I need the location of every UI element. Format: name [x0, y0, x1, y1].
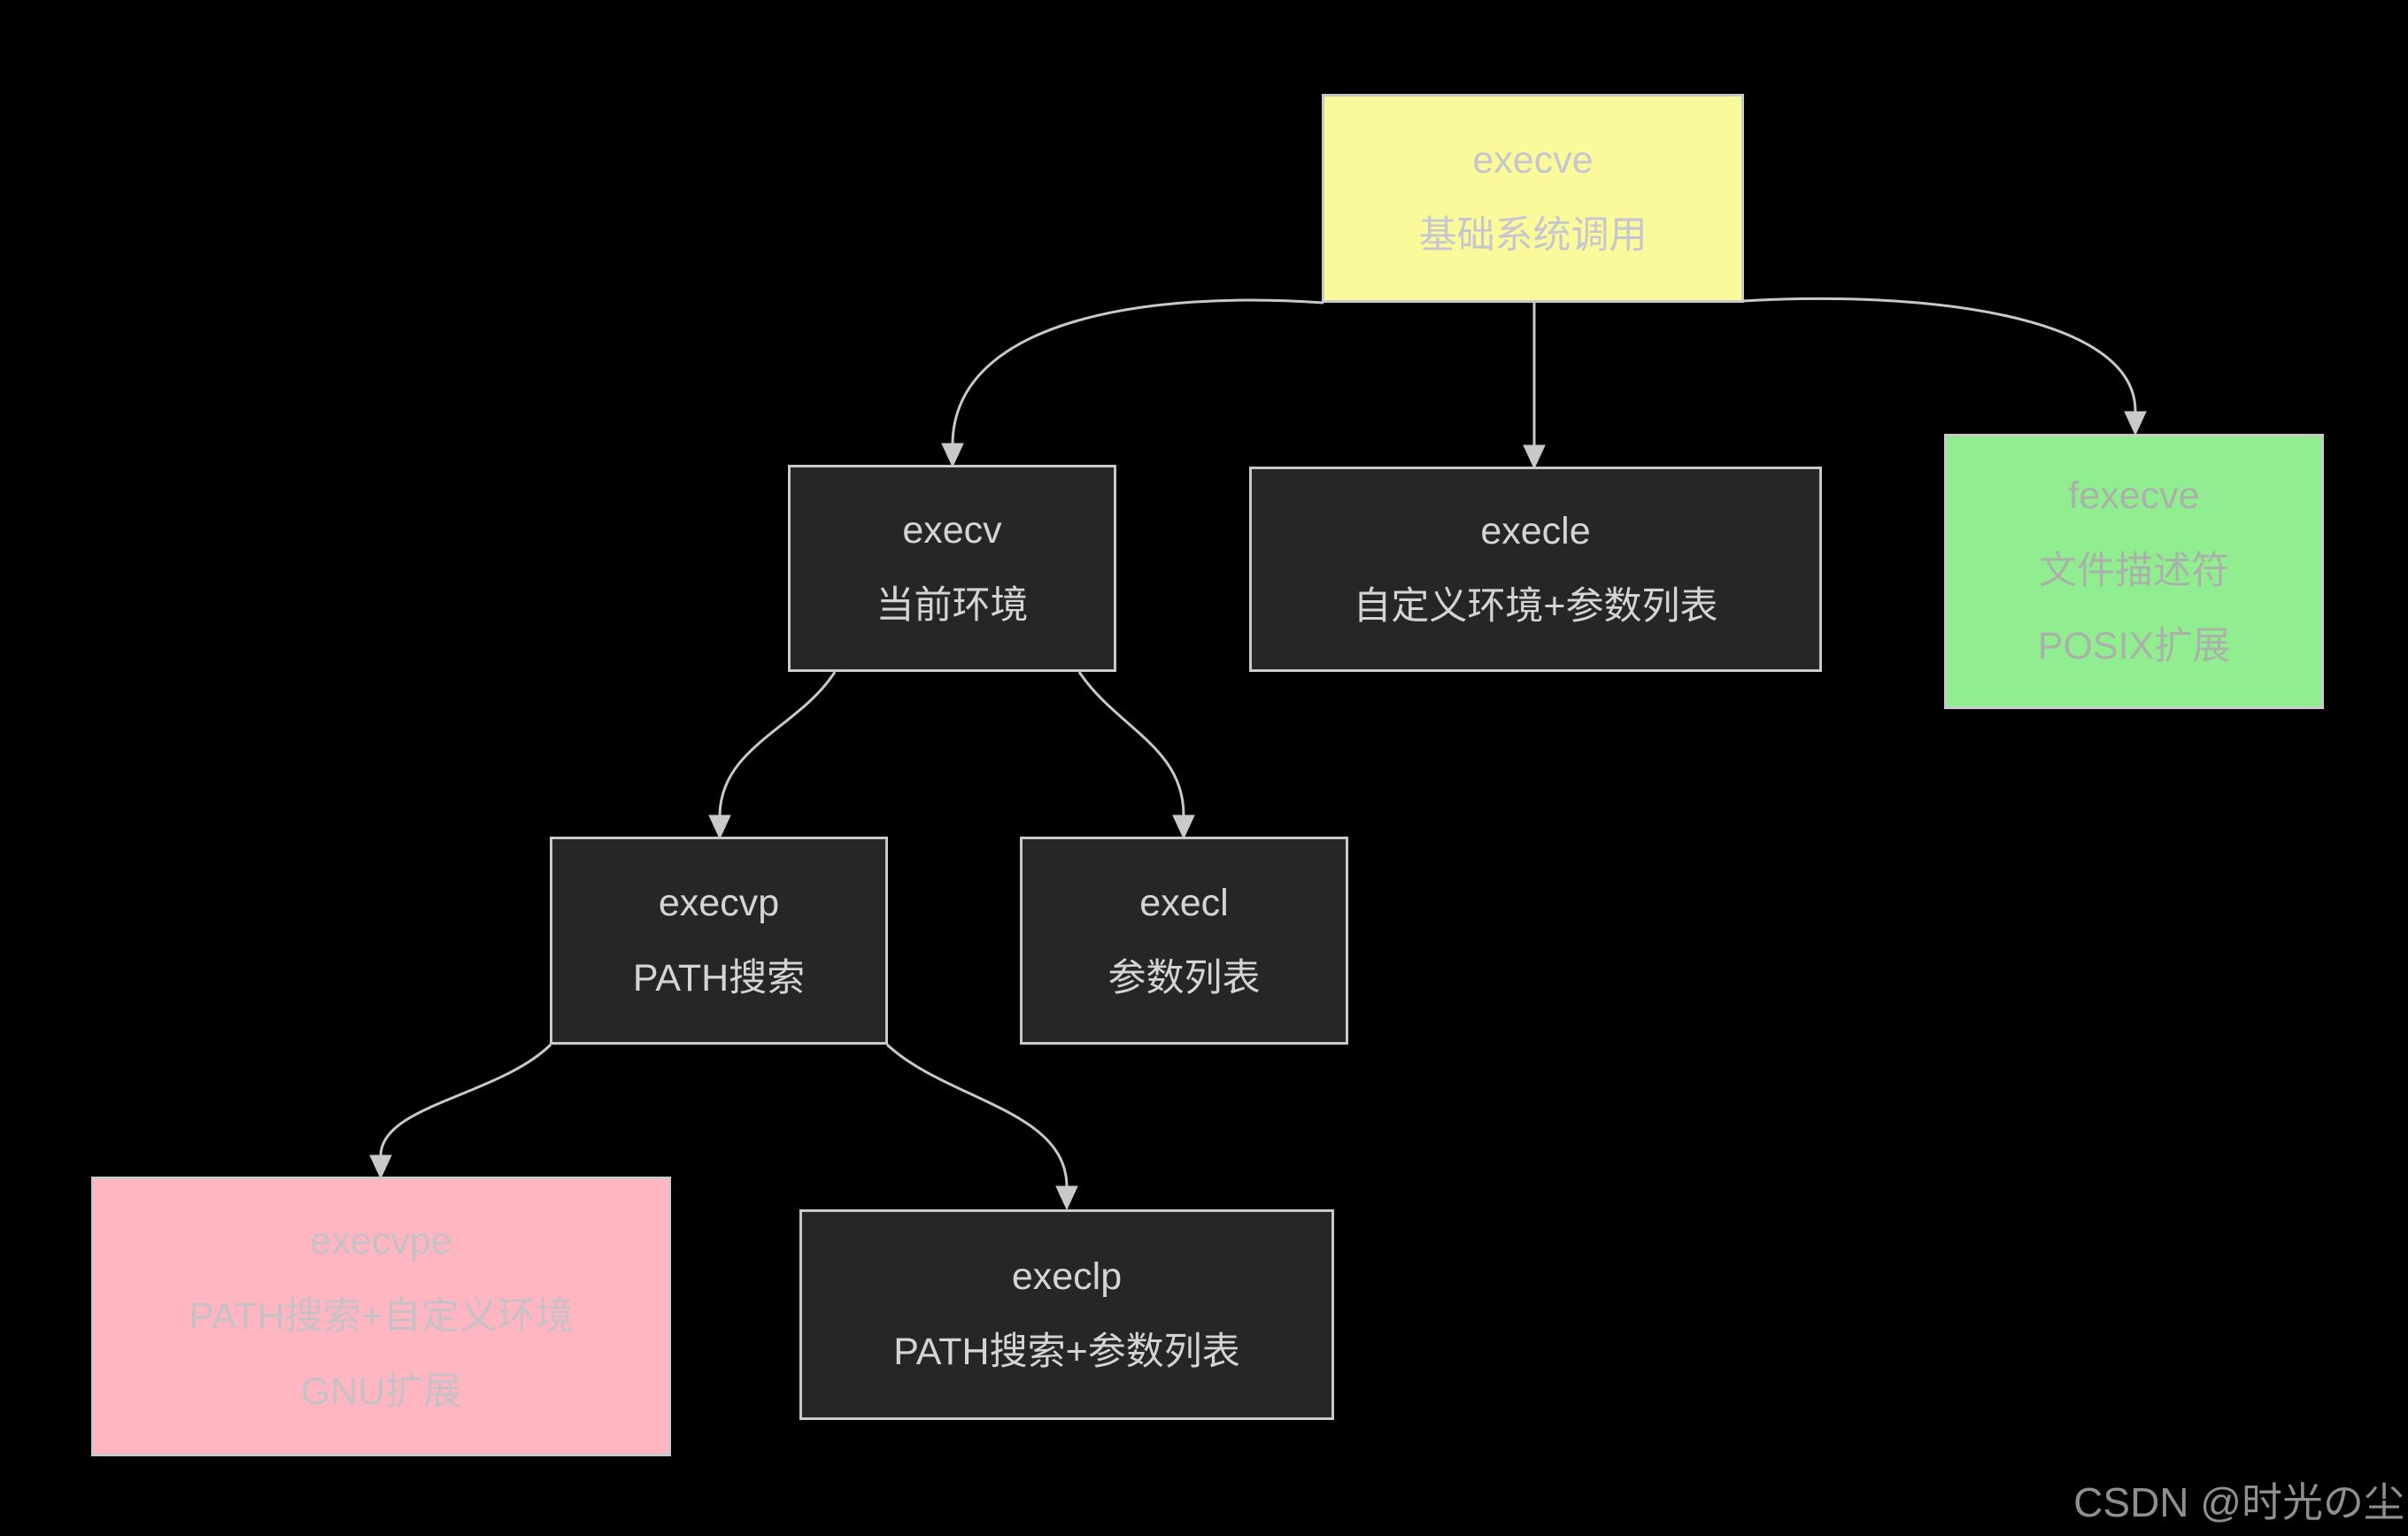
- node-execve: execve 基础系统调用: [1322, 94, 1744, 303]
- edge-execv-to-execl: [1077, 671, 1185, 816]
- node-execvpe-subline: PATH搜索+自定义环境: [189, 1294, 574, 1338]
- node-execvp-label: execvp: [658, 881, 780, 924]
- node-fexecve-subline: 文件描述符: [2039, 550, 2229, 592]
- node-execlp-label: execlp: [1011, 1255, 1123, 1298]
- node-execlp-subline: PATH搜索+参数列表: [893, 1331, 1240, 1373]
- arrowhead-execvp: [708, 814, 731, 840]
- node-fexecve-subline2: POSIX扩展: [2037, 625, 2231, 668]
- node-execvp-subline: PATH搜索: [632, 956, 806, 1000]
- arrowhead-execle: [1523, 444, 1546, 470]
- edge-execve-to-execv: [951, 298, 1324, 444]
- arrowhead-execl: [1172, 814, 1195, 840]
- node-execve-label: execve: [1472, 139, 1594, 181]
- node-execve-subline: 基础系统调用: [1418, 214, 1648, 257]
- node-execl: execl 参数列表: [1020, 837, 1348, 1045]
- arrowhead-execvpe: [369, 1154, 392, 1180]
- node-execvpe-label: execvpe: [310, 1219, 452, 1262]
- node-fexecve: fexecve 文件描述符 POSIX扩展: [1944, 434, 2324, 709]
- node-fexecve-label: fexecve: [2068, 475, 2200, 517]
- node-execvpe: execvpe PATH搜索+自定义环境 GNU扩展: [91, 1177, 671, 1456]
- node-execv: execv 当前环境: [788, 465, 1116, 672]
- node-execvpe-subline2: GNU扩展: [300, 1370, 462, 1413]
- edge-execvp-to-execlp: [885, 1043, 1069, 1187]
- csdn-watermark: CSDN @时光の尘: [2073, 1479, 2404, 1526]
- arrowhead-fexecve: [2124, 411, 2147, 436]
- node-execv-label: execv: [902, 509, 1002, 552]
- node-execle-subline: 自定义环境+参数列表: [1353, 585, 1718, 628]
- arrowhead-execlp: [1055, 1185, 1078, 1211]
- edge-execvp-to-execvpe: [379, 1043, 552, 1156]
- edge-execv-to-execvp: [718, 671, 837, 816]
- node-execvp: execvp PATH搜索: [550, 837, 888, 1045]
- node-execle: execle 自定义环境+参数列表: [1249, 467, 1822, 672]
- node-execle-label: execle: [1480, 510, 1591, 552]
- node-execv-subline: 当前环境: [876, 584, 1029, 627]
- node-execl-subline: 参数列表: [1108, 956, 1261, 1000]
- node-execl-label: execl: [1139, 881, 1229, 924]
- node-execlp: execlp PATH搜索+参数列表: [799, 1209, 1334, 1420]
- edge-execve-to-fexecve: [1741, 297, 2137, 413]
- arrowhead-execv: [941, 443, 964, 468]
